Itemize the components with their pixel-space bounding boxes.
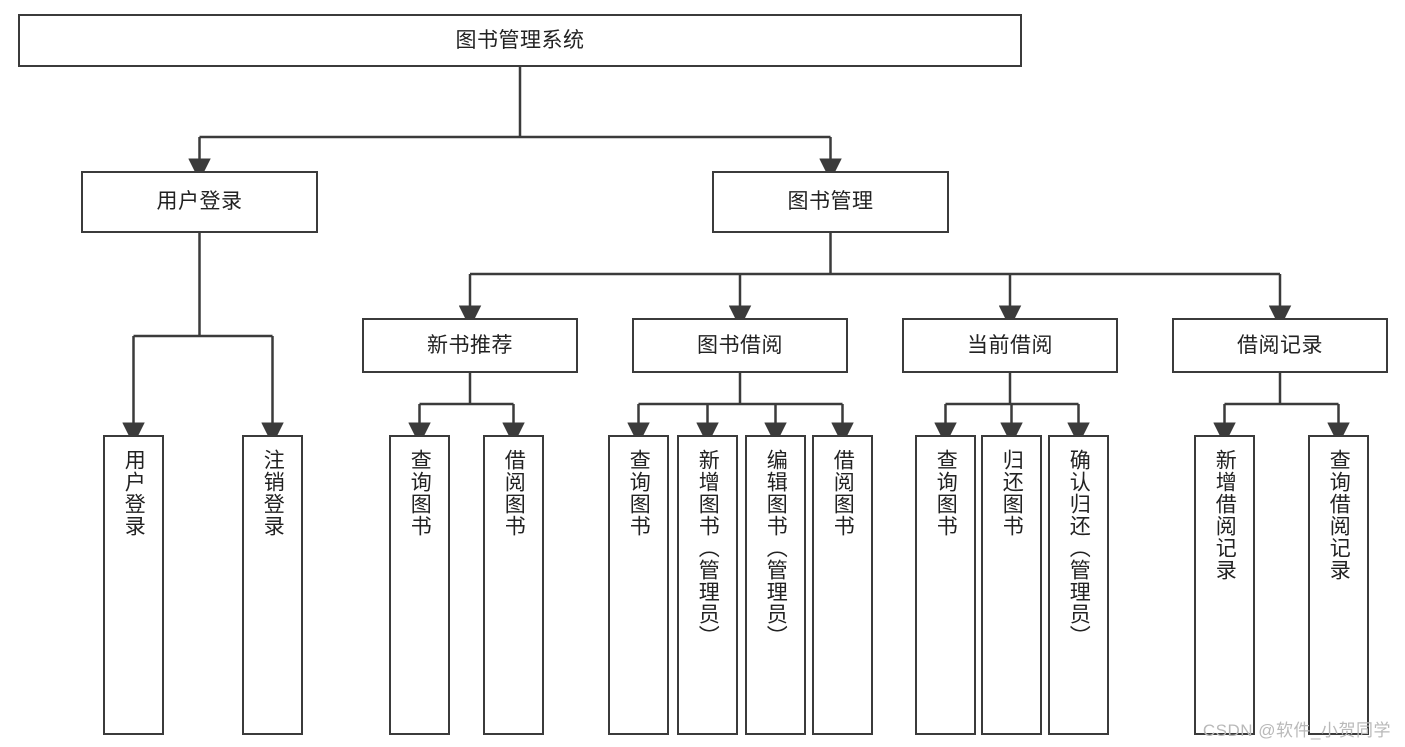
node-label-borrow-2: 新增图书（管理员） <box>696 449 720 647</box>
node-current-3[interactable]: 确认归还（管理员） <box>1048 435 1109 735</box>
node-label-login-1: 用户登录 <box>122 449 146 537</box>
node-label-newbook-2: 借阅图书 <box>502 449 526 537</box>
node-label-root: 图书管理系统 <box>455 28 585 52</box>
node-newbook-1[interactable]: 查询图书 <box>389 435 450 735</box>
node-label-current: 当前借阅 <box>967 333 1053 357</box>
node-borrow-1[interactable]: 查询图书 <box>608 435 669 735</box>
node-login-1[interactable]: 用户登录 <box>103 435 164 735</box>
node-borrow-3[interactable]: 编辑图书（管理员） <box>745 435 806 735</box>
node-label-bookmgmt: 图书管理 <box>787 190 874 214</box>
node-borrow-2[interactable]: 新增图书（管理员） <box>677 435 738 735</box>
node-bookmgmt[interactable]: 图书管理 <box>712 171 949 233</box>
node-current[interactable]: 当前借阅 <box>902 318 1118 373</box>
node-label-current-1: 查询图书 <box>934 449 958 537</box>
node-newbook-2[interactable]: 借阅图书 <box>483 435 544 735</box>
node-label-borrow-3: 编辑图书（管理员） <box>764 449 788 647</box>
node-label-login: 用户登录 <box>156 190 243 214</box>
node-label-borrow: 图书借阅 <box>697 333 783 357</box>
node-label-current-3: 确认归还（管理员） <box>1067 449 1091 647</box>
node-records-2[interactable]: 查询借阅记录 <box>1308 435 1369 735</box>
node-records-1[interactable]: 新增借阅记录 <box>1194 435 1255 735</box>
node-records[interactable]: 借阅记录 <box>1172 318 1388 373</box>
node-label-borrow-4: 借阅图书 <box>831 449 855 537</box>
node-borrow[interactable]: 图书借阅 <box>632 318 848 373</box>
node-label-newbook-1: 查询图书 <box>408 449 432 537</box>
node-label-records-1: 新增借阅记录 <box>1213 449 1237 581</box>
node-root[interactable]: 图书管理系统 <box>18 14 1022 67</box>
node-label-records-2: 查询借阅记录 <box>1327 449 1351 581</box>
node-label-login-2: 注销登录 <box>261 449 285 537</box>
node-label-records: 借阅记录 <box>1237 333 1323 357</box>
node-current-1[interactable]: 查询图书 <box>915 435 976 735</box>
node-newbook[interactable]: 新书推荐 <box>362 318 578 373</box>
node-label-borrow-1: 查询图书 <box>627 449 651 537</box>
node-current-2[interactable]: 归还图书 <box>981 435 1042 735</box>
node-login-2[interactable]: 注销登录 <box>242 435 303 735</box>
watermark-label: CSDN @软件_小贺同学 <box>1202 721 1391 740</box>
node-label-current-2: 归还图书 <box>1000 449 1024 537</box>
node-login[interactable]: 用户登录 <box>81 171 318 233</box>
node-borrow-4[interactable]: 借阅图书 <box>812 435 873 735</box>
node-label-newbook: 新书推荐 <box>427 333 513 357</box>
